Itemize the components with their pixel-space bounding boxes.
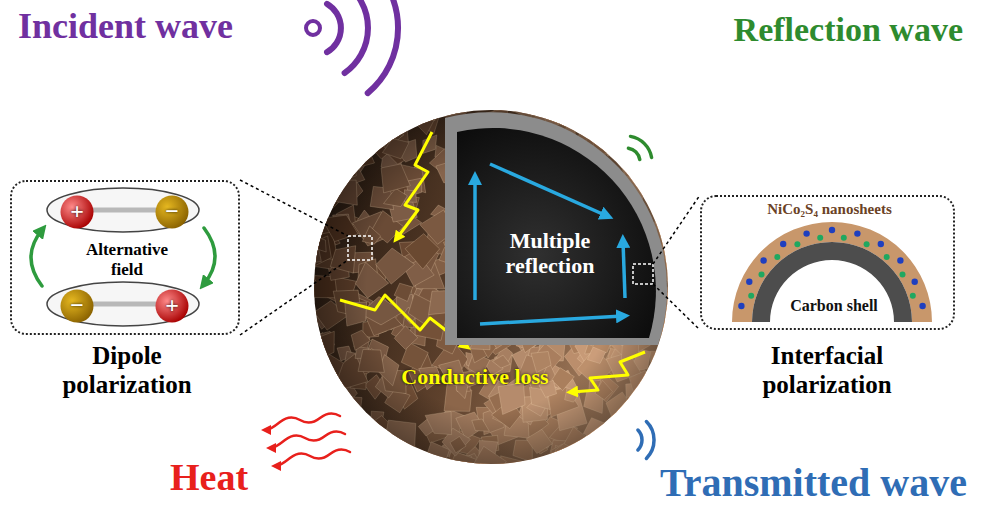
dipole-capsule [47, 188, 199, 326]
reflection-arrow [490, 164, 607, 216]
inset-panel: NiCo₂S₄ nanosheetsCarbon shellInterfacia… [700, 195, 955, 330]
inset-panel: Alternative fieldDipole polarization+−−+ [10, 180, 240, 335]
material-label: NiCo₂S₄ nanosheets [702, 201, 957, 218]
material-label: Carbon shell [734, 297, 934, 315]
reflection-wave-symbol [628, 136, 651, 159]
zoom-marker [348, 236, 372, 260]
mechanism-label: Dipole polarization [39, 342, 215, 400]
mechanism-label: Conductive loss [390, 364, 560, 389]
leader-line [653, 195, 700, 264]
conduction-path [397, 132, 432, 238]
wave-label: Incident wave [18, 6, 233, 47]
heat-label: Heat [170, 456, 248, 500]
mechanism-label: Multiple reflection [485, 228, 615, 279]
reflection-arrow [623, 241, 625, 298]
charge-sign: − [155, 195, 189, 229]
mechanism-label: Interfacial polarization [722, 342, 932, 400]
wave-label: Reflection wave [734, 10, 963, 49]
zoom-marker [633, 264, 653, 284]
charge-ball: + [60, 195, 94, 229]
charge-sign: + [155, 289, 189, 323]
charge-sign: − [60, 289, 94, 323]
leader-line [240, 260, 348, 335]
field-label: Alternative field [77, 240, 177, 279]
leader-line [240, 180, 348, 236]
heat-symbol [266, 413, 350, 466]
reflection-arrow [473, 178, 477, 300]
charge-sign: + [60, 195, 94, 229]
leader-line [653, 284, 700, 330]
charge-ball: − [60, 289, 94, 323]
conduction-path [572, 352, 645, 392]
wave-label: Transmitted wave [660, 460, 967, 506]
hollow-cavity: Multiple reflection [445, 116, 658, 345]
ion-dots [748, 235, 916, 299]
transmitted-wave-symbol [638, 422, 654, 459]
incident-wave-symbol [306, 0, 398, 93]
charge-ball: − [155, 195, 189, 229]
field-arrow [31, 228, 215, 286]
absorber-sphere: Conductive loss Multiple reflection [314, 110, 668, 464]
ion-dots [738, 227, 926, 309]
reflection-arrow [480, 316, 623, 324]
charge-ball: + [155, 289, 189, 323]
